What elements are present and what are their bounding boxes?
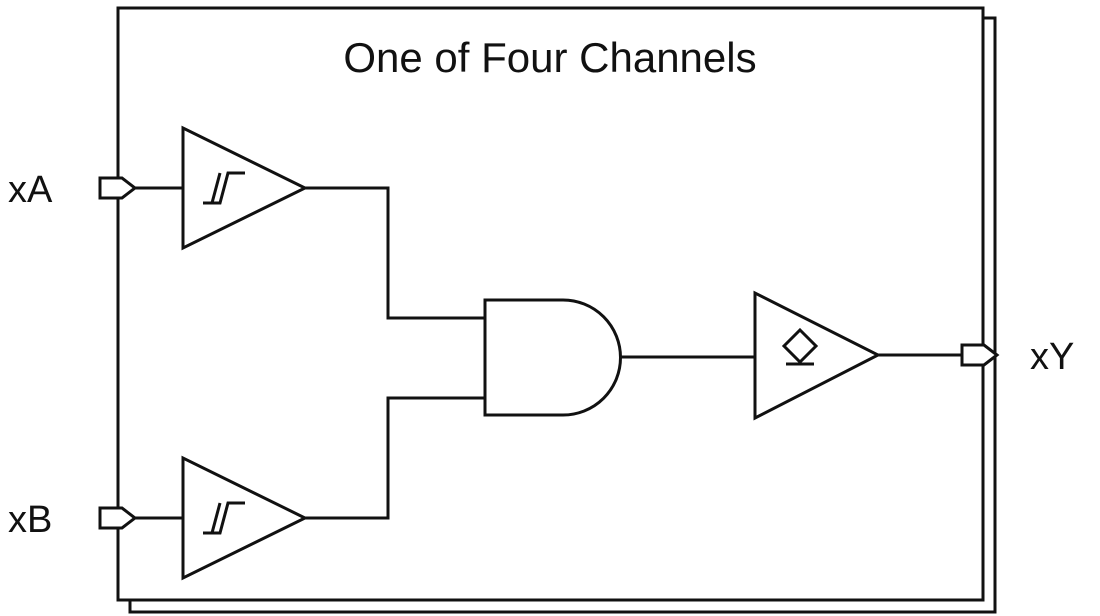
wire-bufferB-to-and [305, 396, 485, 520]
diagram-title: One of Four Channels [343, 34, 756, 81]
hysteresis-icon [210, 502, 222, 534]
hysteresis-icon [210, 172, 222, 204]
diamond-open-drain-icon [781, 327, 819, 365]
schmitt-trigger-buffer-b [181, 455, 309, 581]
schmitt-trigger-buffer-a [181, 125, 309, 251]
hysteresis-icon [203, 171, 245, 205]
input-pin-xA [98, 176, 138, 200]
and-gate [483, 298, 622, 417]
input-pin-xB [98, 506, 138, 530]
input-label-xA: xA [8, 169, 53, 211]
hysteresis-icon [203, 501, 245, 535]
input-label-xB: xB [8, 499, 52, 541]
wire-bufferA-to-and [305, 186, 485, 320]
output-label-xY: xY [1030, 336, 1074, 378]
open-drain-output-buffer [753, 290, 882, 421]
output-pin-xY [960, 343, 1000, 367]
